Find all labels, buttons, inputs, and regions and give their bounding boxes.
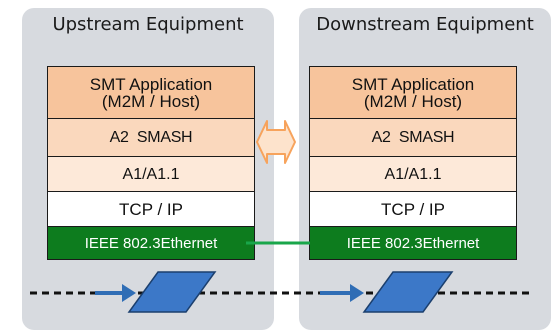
- downstream-board-icon: [362, 271, 454, 313]
- downstream-tcp-ip-layer: TCP / IP: [310, 192, 516, 227]
- downstream-title: Downstream Equipment: [316, 14, 534, 35]
- downstream-protocol-stack: SMT Application (M2M / Host) A2 SMASH A1…: [309, 66, 517, 260]
- downstream-a1-layer: A1/A1.1: [310, 157, 516, 192]
- upstream-tcp-ip-layer: TCP / IP: [48, 192, 254, 227]
- upstream-ethernet-layer: IEEE 802.3Ethernet: [48, 227, 254, 259]
- upstream-title: Upstream Equipment: [52, 14, 244, 35]
- upstream-smt-application-layer: SMT Application (M2M / Host): [48, 67, 254, 119]
- upstream-a2-smash-layer: A2 SMASH: [48, 119, 254, 157]
- downstream-smt-application-layer: SMT Application (M2M / Host): [310, 67, 516, 119]
- bidirectional-arrow-icon: [256, 120, 296, 164]
- downstream-a2-smash-layer: A2 SMASH: [310, 119, 516, 157]
- upstream-protocol-stack: SMT Application (M2M / Host) A2 SMASH A1…: [47, 66, 255, 260]
- downstream-ethernet-layer: IEEE 802.3Ethernet: [310, 227, 516, 259]
- upstream-equipment-panel: Upstream Equipment SMT Application (M2M …: [22, 8, 274, 330]
- downstream-transfer-arrow-icon: [320, 284, 364, 302]
- upstream-transfer-arrow-icon: [95, 284, 136, 302]
- upstream-a1-layer: A1/A1.1: [48, 157, 254, 192]
- upstream-board-icon: [127, 271, 217, 313]
